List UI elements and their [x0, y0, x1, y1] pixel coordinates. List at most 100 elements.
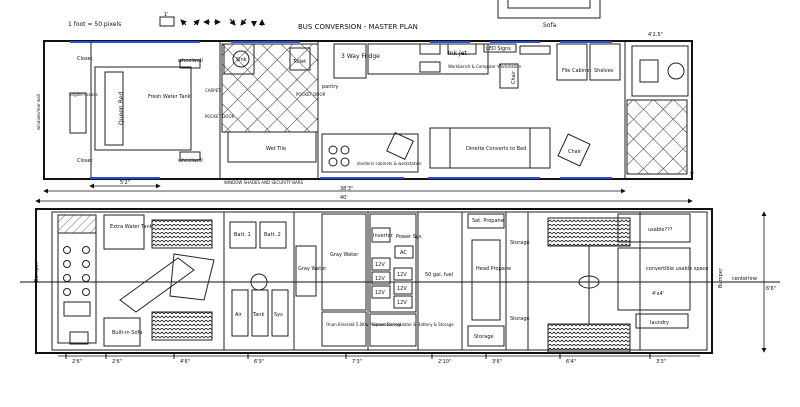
svg-text:Batt. 1: Batt. 1 [234, 232, 251, 238]
upper-plan: windows/rear wall Closet Closet Engine A… [35, 40, 695, 204]
dim-right-lower: 6'6" [766, 286, 776, 292]
usable-box [617, 213, 691, 243]
wheel-well-front-bottom [547, 323, 631, 353]
storage-1: Storage [474, 334, 494, 340]
svg-text:Toilet: Toilet [292, 59, 306, 65]
bumper-left: Bumper [34, 261, 40, 282]
engine-access: Engine Access [69, 92, 98, 97]
fridge [333, 43, 367, 79]
bumper-right: Bumper [718, 267, 724, 288]
scale-mark: 1' [164, 12, 169, 18]
chair-2 [557, 133, 591, 167]
usable-space [617, 247, 691, 311]
propane-genset [321, 311, 367, 347]
led-signs-box [483, 43, 517, 53]
svg-text:Built-in Sofa: Built-in Sofa [112, 330, 142, 336]
air-tank-2 [251, 289, 269, 337]
svg-text:Wet Tile: Wet Tile [266, 146, 286, 152]
driver-area [631, 45, 689, 97]
arrow-legend [180, 18, 265, 27]
extra-water-tank [103, 214, 145, 250]
svg-text:Batt. 2: Batt. 2 [264, 232, 281, 238]
top-sofa: Sofa [497, 0, 601, 29]
svg-text:laundry: laundry [650, 320, 669, 326]
svg-text:12V: 12V [375, 276, 385, 282]
workbench-label: Workbench & Computer Workstation [448, 64, 522, 69]
air-tank-1 [231, 289, 249, 337]
battery-2 [259, 221, 287, 249]
laundry [635, 313, 689, 329]
workbench [367, 43, 489, 75]
wet-tile [227, 131, 317, 163]
svg-text:Onan Emerald 5.0Kw Propane Gen: Onan Emerald 5.0Kw Propane Genset [326, 322, 402, 327]
wheelwell-top: wheelwell [178, 58, 203, 64]
window-note: WINDOW SHADES AND SECURITY BARS [224, 180, 304, 185]
dim-right: 5' [690, 172, 695, 178]
closet-bottom: Closet [77, 158, 93, 164]
sink [232, 50, 250, 68]
ac: AC [400, 250, 407, 256]
svg-text:12V: 12V [397, 286, 407, 292]
kitchen-counter [321, 133, 419, 173]
dim-left: 5'2" [120, 180, 130, 186]
bottom-dim-5: 7'3" [352, 359, 362, 365]
head-propane [471, 239, 501, 321]
svg-text:Chair: Chair [511, 70, 517, 84]
shelves [589, 43, 621, 81]
svg-text:Gray Water: Gray Water [298, 266, 327, 272]
queen-bed-label: Queen Bed [118, 92, 125, 125]
built-in-sofa [103, 317, 141, 347]
svg-text:Head Propane: Head Propane [476, 266, 511, 272]
wheel-well-left-top [151, 219, 213, 249]
generator-storage [369, 313, 417, 347]
electrical-bay [369, 213, 417, 313]
wheelwell-bottom-box [179, 151, 201, 161]
bottom-dim-4: 6'3" [254, 359, 264, 365]
storage-3: Storage [510, 316, 530, 322]
chair-1 [499, 63, 519, 89]
steering-wheel [667, 62, 685, 80]
engine-access-box [69, 92, 87, 134]
bottom-dim-1: 2'6" [72, 359, 82, 365]
svg-text:Sink: Sink [236, 57, 247, 63]
scale-box [159, 16, 175, 27]
front-dim: 4'2.5" [648, 32, 663, 38]
svg-text:Shelves: Shelves [594, 68, 614, 74]
scale-note: 1 foot = 50 pixels [68, 21, 121, 28]
svg-text:12V: 12V [375, 262, 385, 268]
dim-total: 40' [340, 195, 348, 201]
queen-bed [94, 66, 192, 151]
svg-text:Dinette Converts to Bed: Dinette Converts to Bed [466, 146, 526, 152]
power-sys: Power Sys [396, 234, 422, 240]
gray-water-small [295, 245, 317, 297]
fresh-water-label: Fresh Water Tank [148, 94, 191, 100]
storage-2: Storage [510, 240, 530, 246]
wheelwell-bottom: wheelwell [178, 158, 203, 164]
dim-4x4: 4'x4' [652, 291, 664, 297]
sat-propane [467, 213, 505, 229]
svg-text:Tank: Tank [252, 312, 264, 318]
front-axle-hub [578, 275, 600, 289]
bottom-dim-2: 2'6" [112, 359, 122, 365]
wheel-well-left-bottom [151, 311, 213, 341]
bottom-dim-6: 2'10" [438, 359, 451, 365]
closet-top: Closet [77, 56, 93, 62]
svg-text:File Cabinet: File Cabinet [562, 68, 591, 74]
entry-stairs [626, 99, 688, 175]
carpet: CARPET [205, 88, 221, 93]
svg-text:Generator/regulator & Battery: Generator/regulator & Battery & Storage [372, 322, 454, 327]
gray-water-tank [321, 213, 367, 311]
led-signs: LED Signs [486, 46, 511, 52]
pantry: pantry [322, 84, 338, 90]
svg-text:Extra Water Tank: Extra Water Tank [110, 224, 153, 230]
dividers-label: dividers/ cabinets & workstation [357, 161, 422, 166]
toilet [289, 47, 311, 71]
svg-text:Gray Water: Gray Water [330, 252, 359, 258]
centerline-label: centerline [732, 276, 757, 282]
svg-text:12V: 12V [375, 290, 385, 296]
svg-text:3 Way Fridge: 3 Way Fridge [341, 53, 380, 60]
drive-shaft [119, 253, 215, 313]
svg-text:usable???: usable??? [648, 227, 673, 233]
bottom-dim-8: 6'4" [566, 359, 576, 365]
